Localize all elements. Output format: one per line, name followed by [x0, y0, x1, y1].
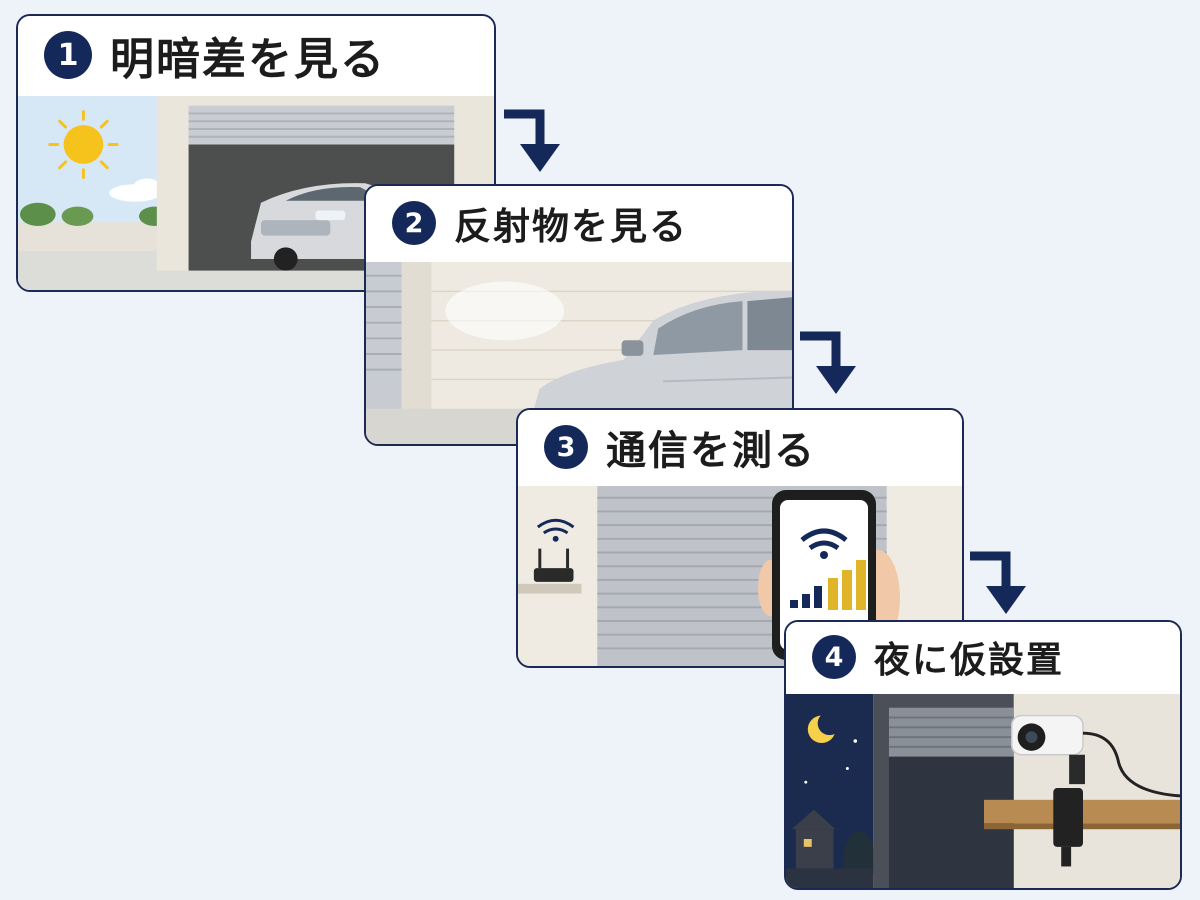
- step-title: 反射物を見る: [454, 205, 688, 248]
- step-header-4: 4 夜に仮設置: [786, 622, 1180, 692]
- step-card-2: 2 反射物を見る: [364, 184, 794, 446]
- arrow-down-icon: [800, 331, 856, 394]
- step-number-badge: 1: [44, 31, 92, 79]
- step-header-1: 1 明暗差を見る: [18, 16, 494, 94]
- step-title: 夜に仮設置: [874, 640, 1065, 681]
- step-card-4: 4 夜に仮設置: [784, 620, 1182, 890]
- wifi-icon: [536, 518, 575, 542]
- smartphone-signal-meter: [758, 490, 900, 660]
- step-number-badge: 4: [812, 635, 856, 679]
- arrow-down-icon: [504, 109, 560, 172]
- arrow-down-icon: [970, 551, 1026, 614]
- sun-icon: [48, 110, 119, 179]
- step-number-badge: 3: [544, 425, 588, 469]
- night-camera-illustration: [786, 694, 1180, 888]
- security-camera-icon: [1010, 714, 1180, 867]
- step-header-3: 3 通信を測る: [518, 410, 962, 484]
- step-number-badge: 2: [392, 201, 436, 245]
- router-icon: [533, 548, 574, 582]
- step-title: 通信を測る: [606, 428, 816, 474]
- moon-icon: [807, 711, 842, 743]
- step-header-2: 2 反射物を見る: [366, 186, 792, 260]
- step-title: 明暗差を見る: [110, 34, 386, 85]
